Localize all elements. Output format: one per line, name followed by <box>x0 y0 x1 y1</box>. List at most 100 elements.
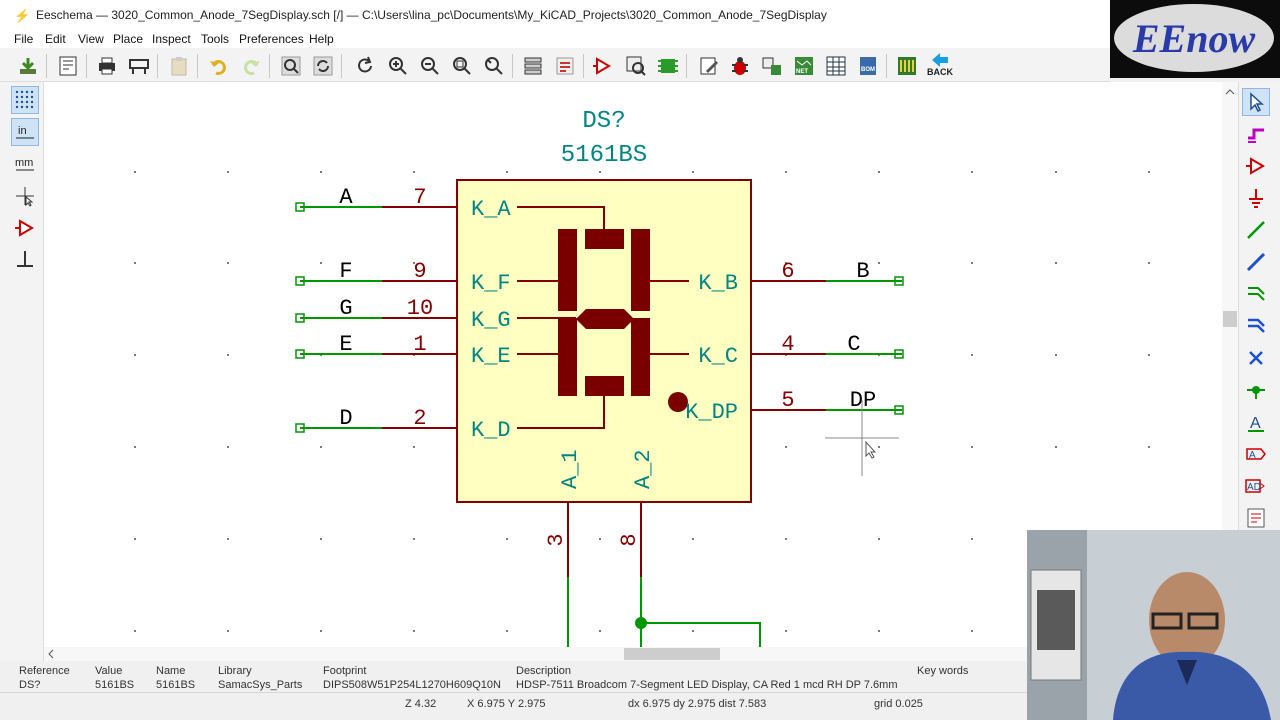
eenow-logo: EEnow <box>1110 0 1280 78</box>
zoom-in-icon[interactable] <box>385 53 411 79</box>
header-reference: Reference <box>19 665 70 677</box>
grid-dot <box>134 446 136 448</box>
svg-text:NET: NET <box>796 69 808 75</box>
zoom-selection-icon[interactable] <box>481 53 507 79</box>
vertical-scrollbar[interactable] <box>1222 82 1238 647</box>
bom-table-icon[interactable] <box>823 53 849 79</box>
highlight-net-icon[interactable] <box>1242 120 1270 148</box>
grid-readout: grid 0.025 <box>874 698 923 710</box>
select-arrow-icon[interactable] <box>1242 88 1270 116</box>
undo-icon[interactable] <box>206 53 232 79</box>
hierarchy-navigator-icon[interactable] <box>520 53 546 79</box>
footprint-assign-icon[interactable] <box>759 53 785 79</box>
print-icon[interactable] <box>94 53 120 79</box>
grid-dot <box>971 262 973 264</box>
window-title: Eeschema — 3020_Common_Anode_7SegDisplay… <box>36 8 827 22</box>
pin-name-a-1: A_1 <box>558 449 583 489</box>
menu-help[interactable]: Help <box>309 32 334 46</box>
add-junction-icon[interactable] <box>1242 376 1270 404</box>
units-inches-icon[interactable]: in <box>11 118 39 146</box>
left-pin-F[interactable]: F 9 K_F <box>295 259 511 296</box>
add-global-label-icon[interactable]: A <box>1242 440 1270 468</box>
symbol-browser-icon[interactable] <box>623 53 649 79</box>
menu-place[interactable]: Place <box>113 32 144 46</box>
left-pin-E[interactable]: E 1 K_E <box>295 332 511 369</box>
bottom-pin-8[interactable]: 8 A_2 <box>617 449 761 647</box>
no-connect-icon[interactable] <box>1242 344 1270 372</box>
pin-number-1: 1 <box>413 332 426 357</box>
leave-sheet-icon[interactable] <box>552 53 578 79</box>
zoom-out-icon[interactable] <box>417 53 443 79</box>
value-label[interactable]: 5161BS <box>561 142 647 169</box>
back-icon[interactable] <box>926 50 952 70</box>
menu-view[interactable]: View <box>78 32 104 46</box>
place-symbol-icon[interactable] <box>1242 152 1270 180</box>
cursor-shape-icon[interactable] <box>11 182 39 210</box>
left-pin-D[interactable]: D 2 K_D <box>295 406 511 443</box>
left-pin-A[interactable]: A 7 K_A <box>295 185 511 222</box>
units-mm-icon[interactable]: mm <box>11 150 39 178</box>
menu-edit[interactable]: Edit <box>45 32 66 46</box>
menu-file[interactable]: File <box>14 32 34 46</box>
header-value: Value <box>95 665 123 677</box>
left-pin-G[interactable]: G 10 K_G <box>295 296 511 333</box>
value-library: SamacSys_Parts <box>218 679 303 691</box>
menu-inspect[interactable]: Inspect <box>152 32 191 46</box>
save-icon[interactable] <box>15 53 41 79</box>
symbol-editor-icon[interactable] <box>590 53 616 79</box>
reference-label[interactable]: DS? <box>582 108 625 135</box>
find-replace-icon[interactable] <box>310 53 336 79</box>
add-wire-icon[interactable] <box>1242 216 1270 244</box>
bom-icon[interactable]: BOM <box>855 53 881 79</box>
grid-dot <box>1055 354 1057 356</box>
net-label-e: E <box>339 332 352 357</box>
schematic-drawing[interactable]: DS? 5161BS <box>44 82 1222 647</box>
paste-icon[interactable] <box>166 53 192 79</box>
place-power-icon[interactable] <box>1242 184 1270 212</box>
horizontal-scrollbar[interactable] <box>44 647 1222 661</box>
page-settings-icon[interactable] <box>55 53 81 79</box>
pin-name-k-e: K_E <box>471 344 511 369</box>
menu-preferences[interactable]: Preferences <box>239 32 304 46</box>
grid-dot <box>599 171 601 173</box>
grid-dot <box>320 446 322 448</box>
right-pin-C[interactable]: C 4 K_C <box>698 332 904 369</box>
grid-dot <box>413 630 415 632</box>
right-pin-DP[interactable]: DP 5 K_DP <box>685 388 904 425</box>
grid-dot <box>134 538 136 540</box>
pcbnew-icon[interactable] <box>894 53 920 79</box>
netlist-icon[interactable]: NET <box>791 53 817 79</box>
refresh-icon[interactable] <box>352 53 378 79</box>
bus-to-bus-entry-icon[interactable] <box>1242 312 1270 340</box>
annotate-icon[interactable] <box>655 53 681 79</box>
add-bus-icon[interactable] <box>1242 248 1270 276</box>
header-library: Library <box>218 665 252 677</box>
seven-segment-graphic <box>558 229 688 412</box>
menu-tools[interactable]: Tools <box>201 32 230 46</box>
plot-icon[interactable] <box>126 53 152 79</box>
grid-dot <box>1148 262 1150 264</box>
scroll-left-icon <box>48 649 54 659</box>
edit-fields-icon[interactable] <box>696 53 722 79</box>
wire-angle-icon[interactable] <box>11 246 39 274</box>
pin-name-k-b: K_B <box>698 271 738 296</box>
pin-name-k-a: K_A <box>471 197 511 222</box>
redo-icon[interactable] <box>238 53 264 79</box>
grid-toggle-icon[interactable] <box>11 86 39 114</box>
pin-name-k-f: K_F <box>471 271 511 296</box>
zoom-fit-icon[interactable] <box>449 53 475 79</box>
bottom-pin-3[interactable]: 3 A_1 <box>544 449 583 647</box>
add-sheet-icon[interactable] <box>1242 504 1270 532</box>
zoom-readout: Z 4.32 <box>405 698 437 710</box>
schematic-canvas[interactable]: DS? 5161BS <box>44 82 1222 647</box>
right-pin-B[interactable]: B 6 K_B <box>698 259 904 296</box>
wire-to-bus-entry-icon[interactable] <box>1242 280 1270 308</box>
erc-icon[interactable] <box>727 53 753 79</box>
net-label-d: D <box>339 406 352 431</box>
find-icon[interactable] <box>278 53 304 79</box>
add-label-icon[interactable]: A <box>1242 408 1270 436</box>
hidden-pins-icon[interactable] <box>11 214 39 242</box>
grid-dot <box>1055 171 1057 173</box>
back-label[interactable]: BACK <box>927 67 953 77</box>
add-hier-label-icon[interactable]: AD <box>1242 472 1270 500</box>
